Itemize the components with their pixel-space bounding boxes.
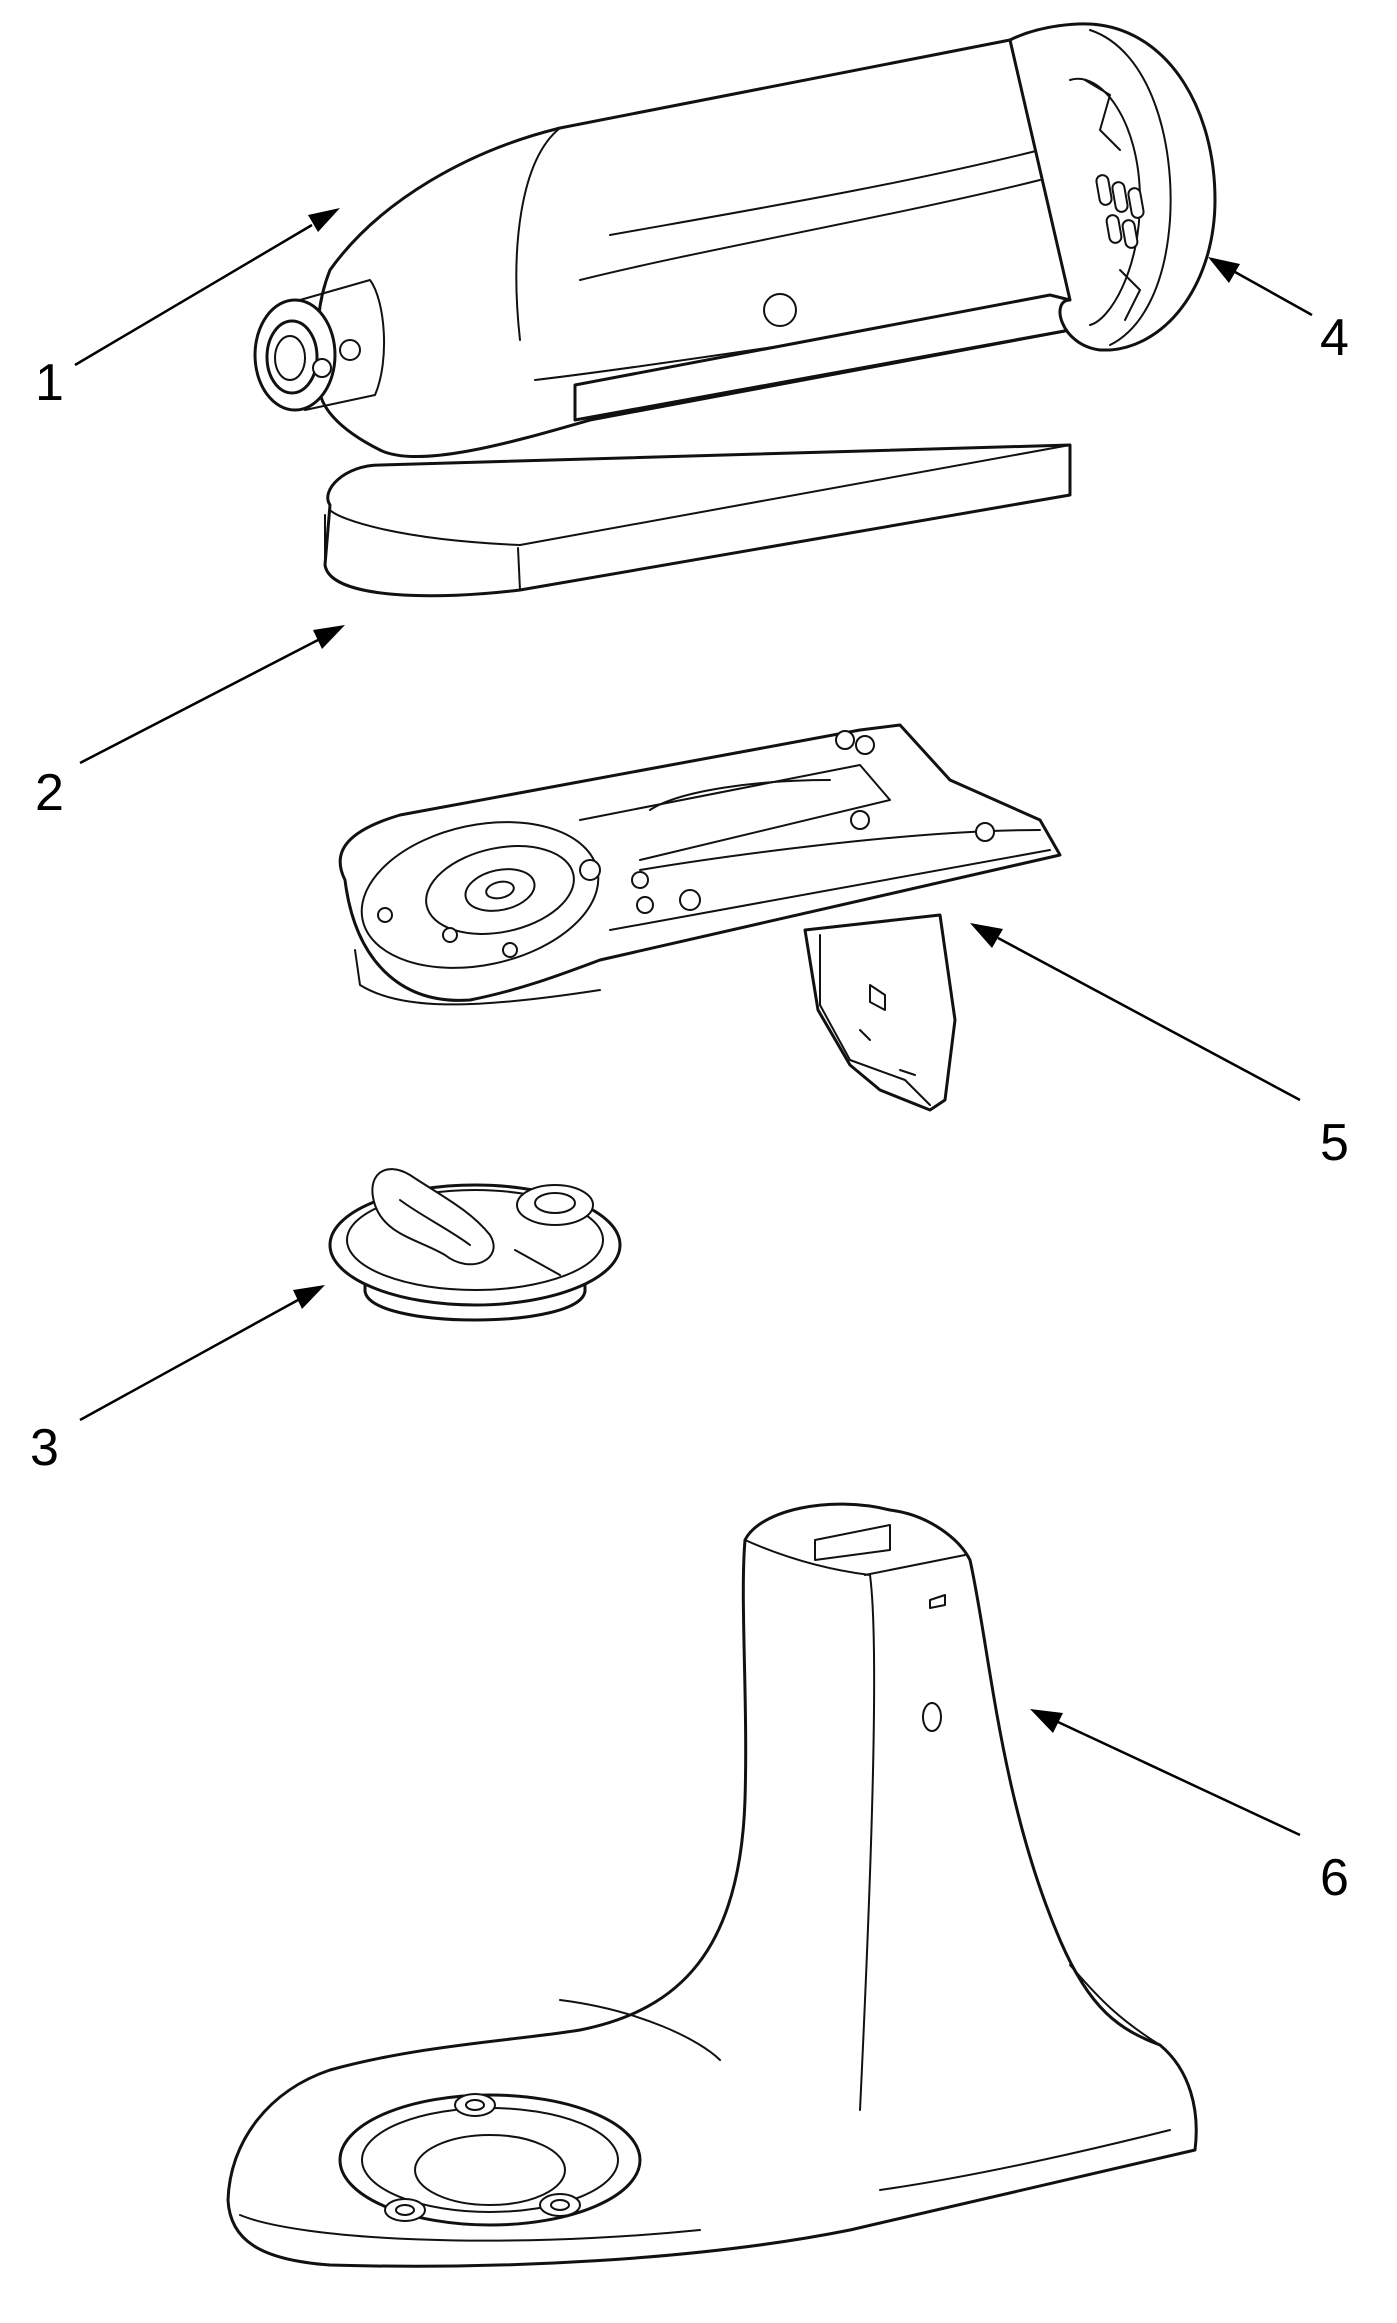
callout-1: 1	[35, 208, 340, 412]
callout-arrowhead	[308, 208, 340, 232]
rear-cover-vents	[1095, 174, 1145, 249]
callout-arrow	[74, 223, 313, 367]
callout-arrow	[79, 638, 319, 765]
part-2-trim-band	[323, 443, 1072, 598]
callout-label: 2	[35, 764, 64, 822]
callout-2: 2	[35, 625, 345, 822]
callout-5: 5	[970, 923, 1349, 1172]
callout-arrowhead	[970, 923, 1003, 948]
part-1-motor-housing	[253, 38, 1072, 458]
callout-label: 6	[1320, 1849, 1349, 1907]
callout-arrowhead	[1030, 1709, 1063, 1733]
callout-label: 5	[1320, 1114, 1349, 1172]
callout-arrow	[1234, 270, 1313, 317]
part-4-rear-cover	[1008, 22, 1217, 352]
callout-arrowhead	[313, 625, 345, 649]
callout-arrowhead	[293, 1285, 325, 1309]
callout-label: 1	[35, 354, 64, 412]
callout-arrowhead	[1208, 257, 1240, 283]
part-3-planetary-unit	[328, 1168, 622, 1322]
part-6-pedestal-base	[226, 1502, 1198, 2268]
callout-3: 3	[30, 1285, 325, 1477]
callout-arrow	[1057, 1720, 1301, 1837]
callout-label: 4	[1320, 309, 1349, 367]
callout-arrow	[997, 936, 1301, 1102]
callout-label: 3	[30, 1419, 59, 1477]
callout-6: 6	[1030, 1709, 1349, 1907]
callout-4: 4	[1208, 257, 1349, 367]
callout-arrow	[79, 1298, 299, 1422]
part-5-gear-frame	[338, 723, 1062, 1112]
